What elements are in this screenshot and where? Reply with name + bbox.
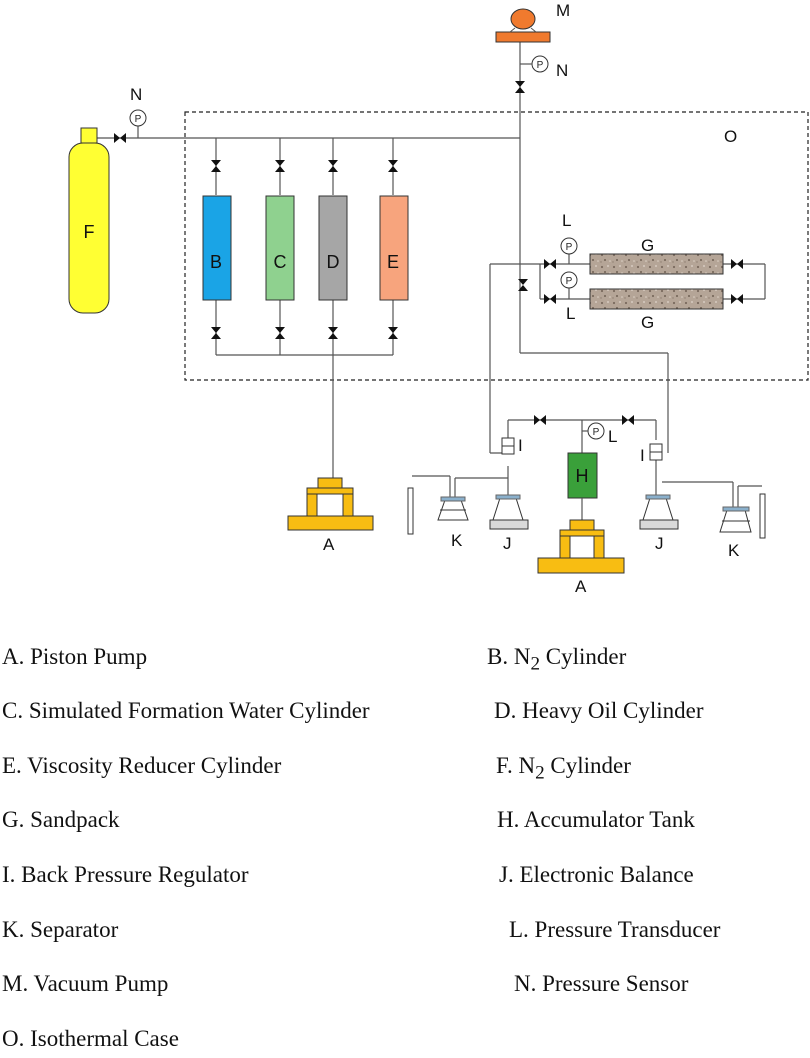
gauge-symbol: P — [566, 276, 573, 287]
label-o: O — [724, 127, 737, 146]
legend-item-i: I. Back Pressure Regulator — [2, 862, 249, 887]
sandpack-upper — [589, 253, 724, 275]
isothermal-case — [184, 111, 809, 381]
legend-item-a: A. Piston Pump — [2, 644, 148, 669]
label-g-lower: G — [641, 313, 654, 332]
label-m: M — [556, 1, 570, 20]
label-j-left: J — [503, 534, 512, 553]
separator-k-left — [407, 487, 469, 535]
legend-item-e: E. Viscosity Reducer Cylinder — [2, 753, 282, 778]
accumulator-tank-h — [567, 452, 598, 499]
pressure-gauge-l-upper — [560, 237, 578, 255]
piston-pump-center — [537, 519, 625, 574]
legend-item-o: O. Isothermal Case — [2, 1026, 179, 1051]
label-k-left: K — [451, 531, 463, 550]
legend-item-d: D. Heavy Oil Cylinder — [494, 698, 704, 723]
label-j-right: J — [655, 534, 664, 553]
label-e: E — [387, 252, 399, 272]
pressure-gauge-n-left — [129, 109, 147, 127]
n2-cylinder-f-valve — [80, 127, 98, 144]
legend-item-c: C. Simulated Formation Water Cylinder — [2, 698, 370, 723]
legend-item-b: B. N2 Cylinder — [487, 644, 627, 675]
label-a-left: A — [323, 535, 335, 554]
sandpack-lower — [589, 288, 724, 310]
label-b: B — [210, 252, 222, 272]
electronic-balance-j-right — [639, 494, 679, 530]
label-k-right: K — [728, 541, 740, 560]
vacuum-pump-motor — [510, 8, 536, 30]
label-h: H — [576, 466, 589, 486]
label-d: D — [327, 252, 340, 272]
label-n-left: N — [130, 85, 142, 104]
gauge-symbol: P — [593, 427, 600, 438]
label-f: F — [84, 222, 95, 242]
gauge-symbol: P — [537, 60, 544, 71]
label-l-upper: L — [562, 211, 571, 230]
piston-pump-left — [287, 477, 374, 531]
electronic-balance-j-left — [489, 494, 529, 530]
label-c: C — [274, 252, 287, 272]
separator-k-right — [719, 493, 766, 539]
experimental-setup-diagram: P P P P P — [68, 1, 809, 596]
gauge-symbol: P — [566, 242, 573, 253]
heavy-oil-cylinder-d — [318, 195, 348, 301]
legend-item-l: L. Pressure Transducer — [509, 917, 721, 942]
label-n-top: N — [556, 61, 568, 80]
label-g-upper: G — [641, 236, 654, 255]
pressure-gauge-l-lower — [560, 271, 578, 289]
label-i-right: I — [640, 446, 645, 465]
legend-item-f: F. N2 Cylinder — [496, 753, 631, 784]
label-a-center: A — [575, 577, 587, 596]
gauge-symbol: P — [135, 114, 142, 125]
label-l-lower: L — [566, 304, 575, 323]
formation-water-cylinder-c — [265, 195, 295, 301]
viscosity-reducer-cylinder-e — [379, 195, 409, 301]
legend-item-n: N. Pressure Sensor — [514, 971, 689, 996]
n2-cylinder-f — [68, 142, 110, 314]
vacuum-pump-base — [495, 31, 551, 43]
n2-cylinder-b — [202, 195, 232, 301]
label-l-accumulator: L — [608, 427, 617, 446]
legend-item-g: G. Sandpack — [2, 807, 120, 832]
legend-item-j: J. Electronic Balance — [499, 862, 694, 887]
legend-item-h: H. Accumulator Tank — [497, 807, 695, 832]
legend-item-m: M. Vacuum Pump — [2, 971, 169, 996]
label-i-left: I — [518, 436, 523, 455]
legend-item-k: K. Separator — [2, 917, 119, 942]
